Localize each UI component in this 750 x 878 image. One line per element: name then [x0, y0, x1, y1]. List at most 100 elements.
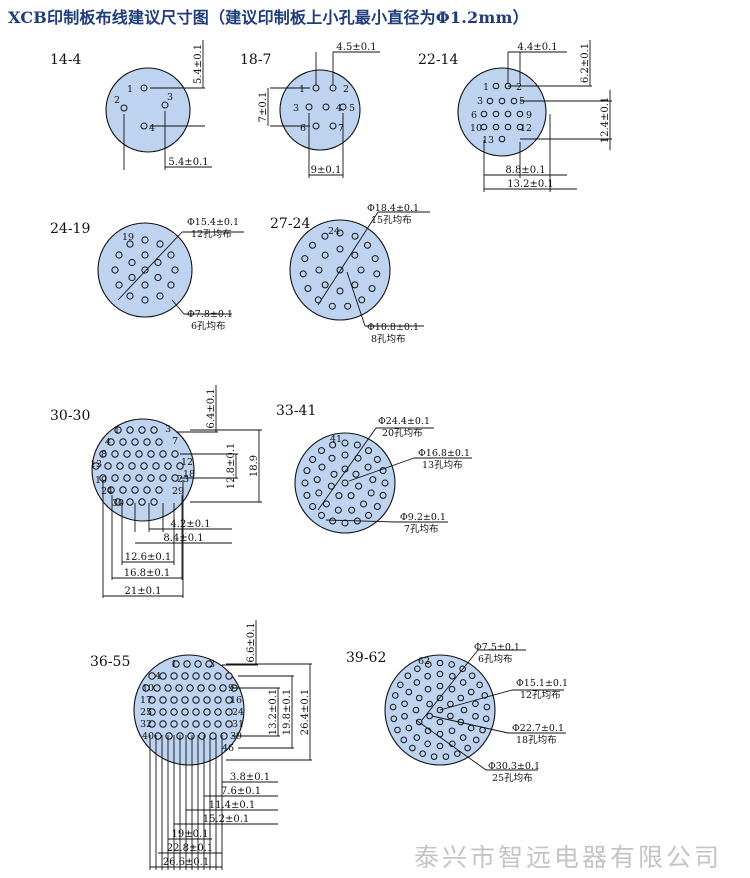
pin-hole	[459, 679, 467, 686]
layout-code: 39-62	[346, 650, 386, 666]
pin-number: 24	[101, 486, 113, 497]
pin-hole	[336, 229, 344, 237]
dimension-label: 12.4±0.1	[600, 97, 611, 144]
ring-diameter: Φ10.8±0.1	[367, 322, 419, 333]
leader-line	[117, 231, 183, 301]
pin-hole	[322, 103, 330, 111]
pin-hole	[183, 660, 191, 668]
pin-number: 2	[516, 82, 522, 93]
pin-number: 29	[172, 486, 184, 497]
pin-hole	[424, 740, 431, 748]
pin-hole	[111, 450, 119, 458]
pin-number: 3	[167, 92, 173, 103]
pin-hole	[161, 101, 169, 109]
pin-hole	[483, 703, 491, 711]
pin-hole	[205, 660, 213, 668]
pin-hole	[404, 672, 412, 680]
pin-hole	[448, 661, 455, 668]
pin-hole	[400, 736, 408, 744]
pin-hole	[159, 672, 167, 680]
pin-number: 1	[171, 659, 177, 670]
pin-hole	[99, 450, 107, 458]
layout-code: 22-14	[418, 52, 458, 68]
pin-hole	[165, 732, 173, 740]
pin-hole	[405, 688, 413, 696]
pin-number: 5	[349, 103, 355, 114]
pin-hole	[170, 708, 178, 716]
pin-hole	[181, 720, 189, 728]
pin-hole	[128, 273, 136, 282]
dimension-label: 13.2±0.1	[268, 689, 279, 736]
dimension-label: 21±0.1	[124, 586, 161, 597]
pin-hole	[155, 438, 163, 446]
pin-number: 46	[222, 743, 234, 754]
dimension-label: 13.2±0.1	[507, 179, 554, 190]
pin-hole	[341, 479, 349, 487]
pin-hole	[141, 236, 149, 244]
pin-hole	[203, 672, 211, 680]
pin-hole	[116, 462, 124, 470]
pin-hole	[504, 110, 512, 118]
pin-hole	[171, 450, 179, 458]
pin-number: 2	[114, 95, 120, 106]
pin-hole	[131, 486, 139, 494]
pin-hole	[472, 700, 479, 708]
pin-hole	[348, 506, 356, 514]
pin-hole	[159, 696, 167, 704]
pin-hole	[351, 251, 359, 259]
pin-number: 6	[471, 110, 477, 121]
pin-hole	[373, 503, 381, 511]
pin-number: 4	[155, 671, 161, 682]
layout-code: 24-19	[50, 221, 90, 237]
pin-hole	[150, 498, 158, 506]
pin-number: 1	[299, 84, 305, 95]
pin-hole	[414, 665, 421, 673]
pin-hole	[225, 708, 233, 716]
pin-hole	[114, 426, 122, 434]
pin-hole	[141, 251, 149, 259]
pin-hole	[389, 703, 397, 711]
pin-hole	[436, 682, 444, 690]
pin-hole	[170, 720, 178, 728]
pin-hole	[454, 750, 461, 757]
pin-hole	[329, 441, 337, 449]
pin-number: 10	[470, 123, 482, 134]
pin-hole	[413, 679, 421, 686]
pin-number: 30	[112, 498, 124, 509]
pin-hole	[436, 742, 444, 750]
pin-hole	[424, 685, 432, 693]
pin-hole	[367, 489, 375, 497]
dimension-label: 11.4±0.1	[209, 800, 256, 811]
pin-hole	[460, 706, 468, 714]
pin-number: 8	[101, 449, 107, 460]
pin-hole	[152, 462, 160, 470]
pin-hole	[516, 110, 524, 118]
dimension-label: 12.6±0.1	[125, 552, 172, 563]
pin-hole	[214, 708, 222, 716]
pin-number: 5	[519, 96, 525, 107]
leader-line	[171, 299, 185, 315]
pin-hole	[164, 462, 172, 470]
pin-hole	[358, 296, 366, 304]
pin-hole	[181, 696, 189, 704]
pin-hole	[140, 462, 148, 470]
pin-hole	[92, 462, 100, 470]
pin-hole	[120, 104, 128, 112]
pin-hole	[365, 511, 373, 519]
pin-hole	[425, 661, 432, 668]
pin-hole	[381, 479, 389, 487]
pin-hole	[464, 744, 471, 752]
pin-number: 2	[343, 84, 349, 95]
pin-hole	[364, 463, 372, 471]
pin-hole	[164, 684, 172, 692]
pin-number: 13	[482, 135, 494, 146]
pin-hole	[135, 450, 143, 458]
dimension-label: 22.8±0.1	[167, 843, 214, 854]
pin-hole	[467, 724, 475, 732]
pin-hole	[111, 266, 119, 274]
pin-hole	[442, 753, 450, 760]
ring-note: 15孔均布	[371, 214, 412, 226]
ring-diameter: Φ16.8±0.1	[418, 448, 470, 459]
dimension-label: 8.4±0.1	[163, 533, 203, 544]
pin-hole	[472, 712, 479, 720]
